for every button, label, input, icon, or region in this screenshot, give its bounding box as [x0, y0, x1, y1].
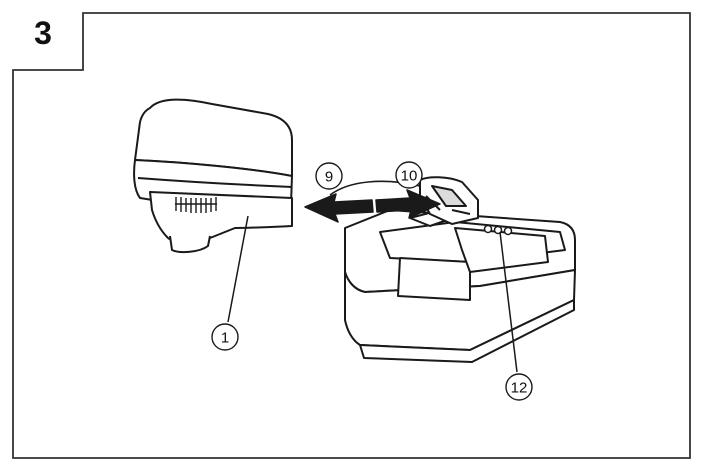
svg-text:10: 10	[401, 168, 418, 185]
figure-frame	[12, 12, 691, 459]
svg-text:9: 9	[325, 169, 333, 186]
charger	[344, 176, 576, 363]
callout-insert: 10	[395, 161, 423, 189]
svg-text:1: 1	[221, 330, 229, 347]
svg-text:12: 12	[511, 380, 528, 397]
leader-lines	[227, 215, 518, 373]
arrow-right-icon	[375, 189, 441, 219]
callout-battery: 1	[211, 323, 239, 351]
callout-remove: 9	[315, 162, 343, 190]
battery-contacts	[175, 197, 217, 213]
callout-lamp: 12	[505, 373, 533, 401]
arrow-left-icon	[304, 193, 374, 223]
charge-lamps	[483, 224, 513, 236]
step-number: 3	[34, 15, 52, 51]
battery-pack	[133, 98, 293, 254]
